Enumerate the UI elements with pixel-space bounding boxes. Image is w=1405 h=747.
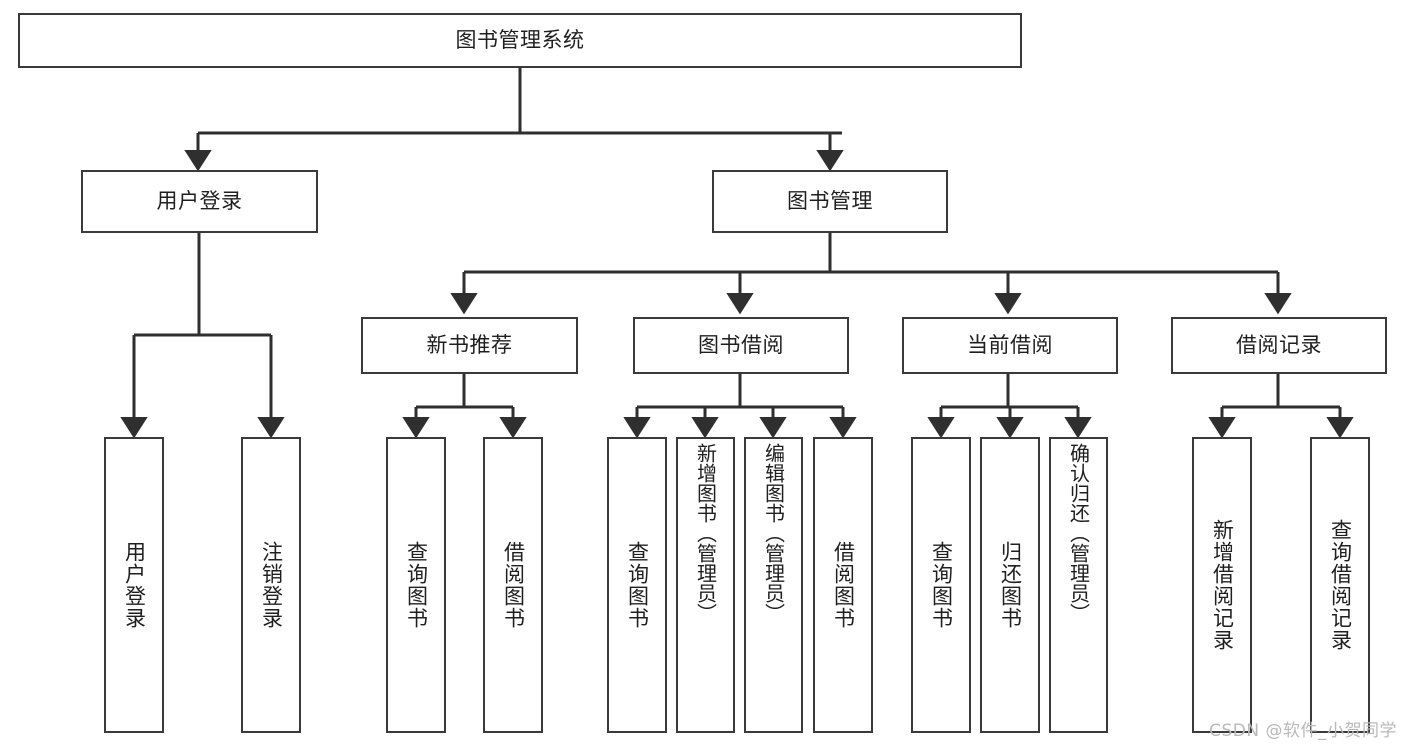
node-book-manage[interactable]: 图书管理	[712, 170, 948, 233]
node-root[interactable]: 图书管理系统	[18, 13, 1022, 68]
node-leaf-query-record[interactable]: 查询借阅记录	[1310, 437, 1370, 733]
node-leaf-query-record-label: 查询借阅记录	[1328, 519, 1353, 651]
node-user-login[interactable]: 用户登录	[81, 170, 318, 233]
node-leaf-borrow-book-1[interactable]: 借阅图书	[483, 437, 543, 733]
node-current-borrow-label: 当前借阅	[967, 332, 1053, 357]
node-leaf-confirm-return-label: 确认归还（管理员）	[1066, 443, 1091, 623]
node-new-book-recommend-label: 新书推荐	[426, 332, 513, 357]
node-borrow-record[interactable]: 借阅记录	[1171, 317, 1387, 374]
node-leaf-borrow-book-2[interactable]: 借阅图书	[813, 437, 873, 733]
node-leaf-query-book-3[interactable]: 查询图书	[911, 437, 971, 733]
node-leaf-add-record-label: 新增借阅记录	[1210, 519, 1235, 651]
node-leaf-logout[interactable]: 注销登录	[241, 437, 301, 733]
node-user-login-label: 用户登录	[156, 188, 243, 213]
node-leaf-query-book-3-label: 查询图书	[929, 541, 954, 629]
node-leaf-query-book-1-label: 查询图书	[404, 541, 429, 629]
node-borrow-record-label: 借阅记录	[1236, 332, 1322, 357]
node-leaf-return-book[interactable]: 归还图书	[980, 437, 1040, 733]
node-leaf-query-book-2-label: 查询图书	[625, 541, 650, 629]
node-book-borrow[interactable]: 图书借阅	[633, 317, 849, 374]
node-leaf-user-login[interactable]: 用户登录	[104, 437, 164, 733]
node-new-book-recommend[interactable]: 新书推荐	[361, 317, 578, 374]
node-book-manage-label: 图书管理	[787, 188, 873, 213]
node-leaf-user-login-label: 用户登录	[122, 541, 147, 629]
node-root-label: 图书管理系统	[455, 27, 585, 52]
node-leaf-edit-book[interactable]: 编辑图书（管理员）	[744, 437, 803, 733]
node-leaf-query-book-2[interactable]: 查询图书	[607, 437, 667, 733]
node-leaf-confirm-return[interactable]: 确认归还（管理员）	[1049, 437, 1108, 733]
node-current-borrow[interactable]: 当前借阅	[902, 317, 1118, 374]
node-leaf-logout-label: 注销登录	[259, 541, 284, 629]
node-leaf-edit-book-label: 编辑图书（管理员）	[761, 443, 786, 623]
node-leaf-borrow-book-1-label: 借阅图书	[501, 541, 526, 629]
node-leaf-add-record[interactable]: 新增借阅记录	[1192, 437, 1252, 733]
node-leaf-add-book-label: 新增图书（管理员）	[693, 443, 718, 623]
node-book-borrow-label: 图书借阅	[698, 332, 784, 357]
node-leaf-borrow-book-2-label: 借阅图书	[831, 541, 856, 629]
node-leaf-query-book-1[interactable]: 查询图书	[386, 437, 446, 733]
node-leaf-return-book-label: 归还图书	[998, 541, 1023, 629]
watermark: CSDN @软件_小贺同学	[1209, 721, 1397, 741]
node-leaf-add-book[interactable]: 新增图书（管理员）	[676, 437, 735, 733]
